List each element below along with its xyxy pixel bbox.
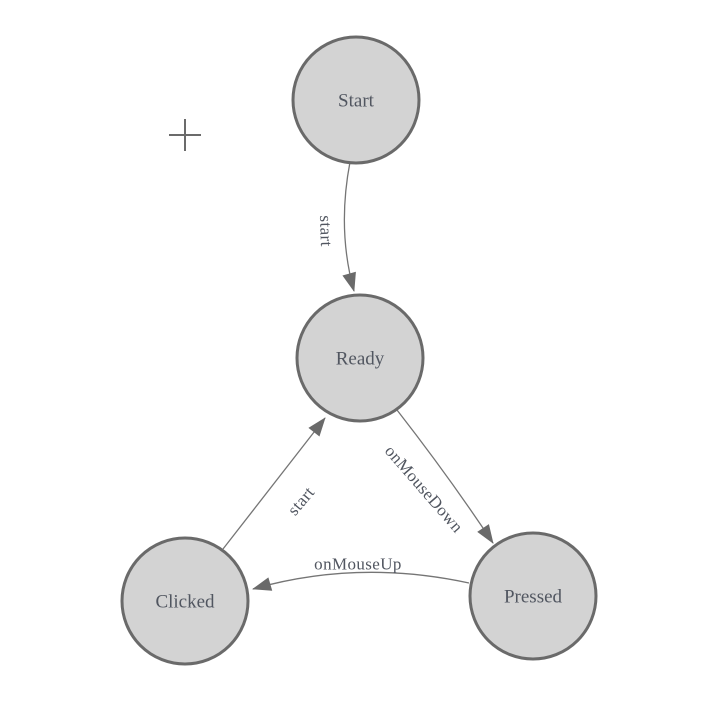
edge-label: start xyxy=(316,215,336,247)
state-circle[interactable] xyxy=(468,531,598,661)
state-circle[interactable] xyxy=(120,536,250,666)
edge-label: onMouseDown xyxy=(381,442,467,537)
edge-label: onMouseUp xyxy=(314,555,402,574)
edge-pressed-to-clicked[interactable]: onMouseUp xyxy=(252,555,470,591)
state-label: Start xyxy=(338,91,375,112)
state-circle[interactable] xyxy=(295,293,425,423)
edge-line[interactable] xyxy=(342,161,356,292)
state-node-start[interactable]: Start xyxy=(291,35,421,165)
edge-ready-to-pressed[interactable]: onMouseDown xyxy=(381,409,494,544)
state-circle[interactable] xyxy=(291,35,421,165)
edge-clicked-to-ready[interactable]: start xyxy=(222,417,326,550)
edge-line[interactable] xyxy=(222,417,326,550)
edge-line[interactable] xyxy=(252,571,470,591)
state-label: Clicked xyxy=(155,592,215,613)
state-node-pressed[interactable]: Pressed xyxy=(468,531,598,661)
edge-start-to-ready[interactable]: start xyxy=(316,161,356,292)
state-node-ready[interactable]: Ready xyxy=(295,293,425,423)
edge-label: start xyxy=(284,483,319,519)
state-label: Pressed xyxy=(504,587,563,608)
state-label: Ready xyxy=(336,349,385,370)
edge-line[interactable] xyxy=(396,409,494,544)
plus-icon[interactable] xyxy=(169,119,201,151)
state-node-clicked[interactable]: Clicked xyxy=(120,536,250,666)
